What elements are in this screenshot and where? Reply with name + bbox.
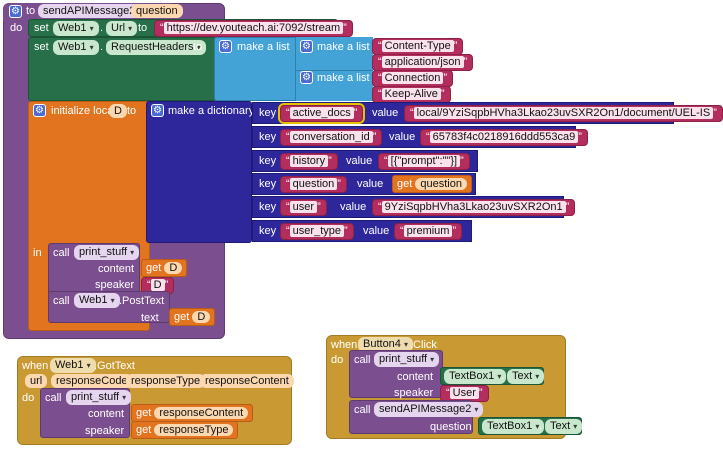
speaker-label-2: speaker xyxy=(85,425,125,437)
list-gear-icon-2[interactable]: ⚙ xyxy=(300,40,313,53)
question-label: question xyxy=(430,421,472,433)
set-label: set xyxy=(34,22,49,34)
dict-value[interactable]: “9YziSqpbHVha3Lkao23uvSXR2On1” xyxy=(372,199,576,216)
make-list-label: make a list xyxy=(237,41,290,53)
make-list-label-2: make a list xyxy=(317,41,370,53)
key-label: key xyxy=(259,107,277,119)
make-dictionary-label: make a dictionary xyxy=(168,105,255,117)
dict-value[interactable]: “local/9YziSqpbHVha3Lkao23uvSXR2On1/docu… xyxy=(404,105,723,122)
speaker-label: speaker xyxy=(95,279,135,291)
content-label-3: content xyxy=(397,371,434,383)
gottext-print-stuff-name[interactable]: print_stuff ▾ xyxy=(66,390,132,405)
make-list-label-3: make a list xyxy=(317,72,370,84)
event-param-responsecontent[interactable]: responseContent xyxy=(200,374,294,388)
posttext-method: .PostText xyxy=(119,295,165,307)
set-headers-to-label: to xyxy=(193,41,203,53)
dict-value[interactable]: “[{"prompt":""}]” xyxy=(378,153,470,170)
get-responsetype[interactable]: get responseType xyxy=(131,421,239,439)
event-param-responsetype[interactable]: responseType xyxy=(126,374,206,388)
procedure-param-question[interactable]: question xyxy=(131,4,183,18)
make-dictionary-block[interactable] xyxy=(146,101,252,243)
dict-value-get-question[interactable]: get question xyxy=(392,175,472,193)
call-label-3: call xyxy=(45,392,62,404)
button4-print-stuff-name[interactable]: print_stuff ▾ xyxy=(374,352,440,367)
gottext-event-name: .GotText xyxy=(94,360,135,372)
header-string-application-json[interactable]: “application/json” xyxy=(372,54,474,71)
local-gear-icon[interactable]: ⚙ xyxy=(33,104,46,117)
dict-key[interactable]: “user_type” xyxy=(280,223,354,240)
local-in-label: in xyxy=(33,247,42,259)
procedure-to-label: to xyxy=(26,5,36,17)
local-var-D[interactable]: D xyxy=(109,104,127,118)
set-label-2: set xyxy=(34,41,49,53)
dict-key[interactable]: “conversation_id” xyxy=(280,129,383,146)
when-label: when xyxy=(22,360,49,372)
value-label: value xyxy=(363,225,390,237)
textbox1-component[interactable]: TextBox1 ▾ xyxy=(444,369,507,384)
dict-key[interactable]: “history” xyxy=(280,153,338,170)
value-label: value xyxy=(372,107,399,119)
dict-key[interactable]: “question” xyxy=(280,176,347,193)
key-label: key xyxy=(259,225,277,237)
call-label: call xyxy=(53,247,70,259)
gottext-component[interactable]: Web1 ▾ xyxy=(50,358,96,373)
call-label-4: call xyxy=(354,354,371,366)
textbox1-text-property[interactable]: Text ▾ xyxy=(507,369,545,384)
value-label: value xyxy=(346,155,373,167)
textbox1-text-property-2[interactable]: Text ▾ xyxy=(545,419,583,434)
initialize-local-label: initialize local xyxy=(51,105,116,117)
dict-value[interactable]: “65783f4c0218916ddd553ca9” xyxy=(420,129,588,146)
text-label: text xyxy=(141,312,159,324)
set-url-to-label: to xyxy=(138,22,148,34)
header-string-content-type[interactable]: “Content-Type” xyxy=(372,38,464,55)
posttext-component[interactable]: Web1 ▾ xyxy=(74,293,120,308)
call-print-stuff-name[interactable]: print_stuff ▾ xyxy=(74,245,140,260)
list-gear-icon-3[interactable]: ⚙ xyxy=(300,71,313,84)
button4-event-name: .Click xyxy=(410,339,437,351)
set-headers-property[interactable]: RequestHeaders ▾ xyxy=(106,40,206,55)
set-url-property[interactable]: Url ▾ xyxy=(106,21,138,36)
header-string-connection[interactable]: “Connection” xyxy=(372,70,453,87)
value-label: value xyxy=(389,131,416,143)
procedure-name[interactable]: sendAPIMessage2 xyxy=(38,4,141,18)
when-label-2: when xyxy=(331,339,358,351)
event-param-responsecode[interactable]: responseCode xyxy=(51,374,133,388)
url-string[interactable]: “https://dev.youteach.ai:7092/stream” xyxy=(154,20,353,37)
value-label: value xyxy=(357,178,384,190)
button4-component[interactable]: Button4 ▾ xyxy=(358,337,413,352)
dict-gear-icon[interactable]: ⚙ xyxy=(151,104,164,117)
content-label-2: content xyxy=(88,408,125,420)
speaker-label-3: speaker xyxy=(394,387,434,399)
set-url-component[interactable]: Web1 ▾ xyxy=(53,21,99,36)
local-to-label: to xyxy=(127,105,137,117)
call-label-2: call xyxy=(53,295,70,307)
dict-value[interactable]: “premium” xyxy=(394,223,463,240)
content-label: content xyxy=(98,263,135,275)
sendapimessage2-name[interactable]: sendAPIMessage2 ▾ xyxy=(374,402,484,417)
dict-key[interactable]: “active_docs” xyxy=(277,103,366,124)
event-param-url[interactable]: url xyxy=(25,374,48,388)
key-label: key xyxy=(259,201,277,213)
gottext-do-label: do xyxy=(22,392,35,404)
list-gear-icon[interactable]: ⚙ xyxy=(219,40,232,53)
procedure-gear-icon[interactable]: ⚙ xyxy=(9,5,22,18)
get-responsecontent[interactable]: get responseContent xyxy=(131,404,254,422)
set-headers-component[interactable]: Web1 ▾ xyxy=(53,40,99,55)
call-label-5: call xyxy=(354,404,371,416)
key-label: key xyxy=(259,155,277,167)
dict-key[interactable]: “user” xyxy=(280,199,327,216)
button4-do-label: do xyxy=(331,354,344,366)
key-label: key xyxy=(259,178,277,190)
key-label: key xyxy=(259,131,277,143)
get-D-content[interactable]: get D xyxy=(141,259,188,277)
header-string-keep-alive[interactable]: “Keep-Alive” xyxy=(372,86,451,103)
speaker-string-user[interactable]: “User” xyxy=(440,385,489,402)
get-D-text[interactable]: get D xyxy=(169,308,216,326)
procedure-do-label: do xyxy=(10,22,23,34)
value-label: value xyxy=(340,201,367,213)
textbox1-component-2[interactable]: TextBox1 ▾ xyxy=(482,419,545,434)
